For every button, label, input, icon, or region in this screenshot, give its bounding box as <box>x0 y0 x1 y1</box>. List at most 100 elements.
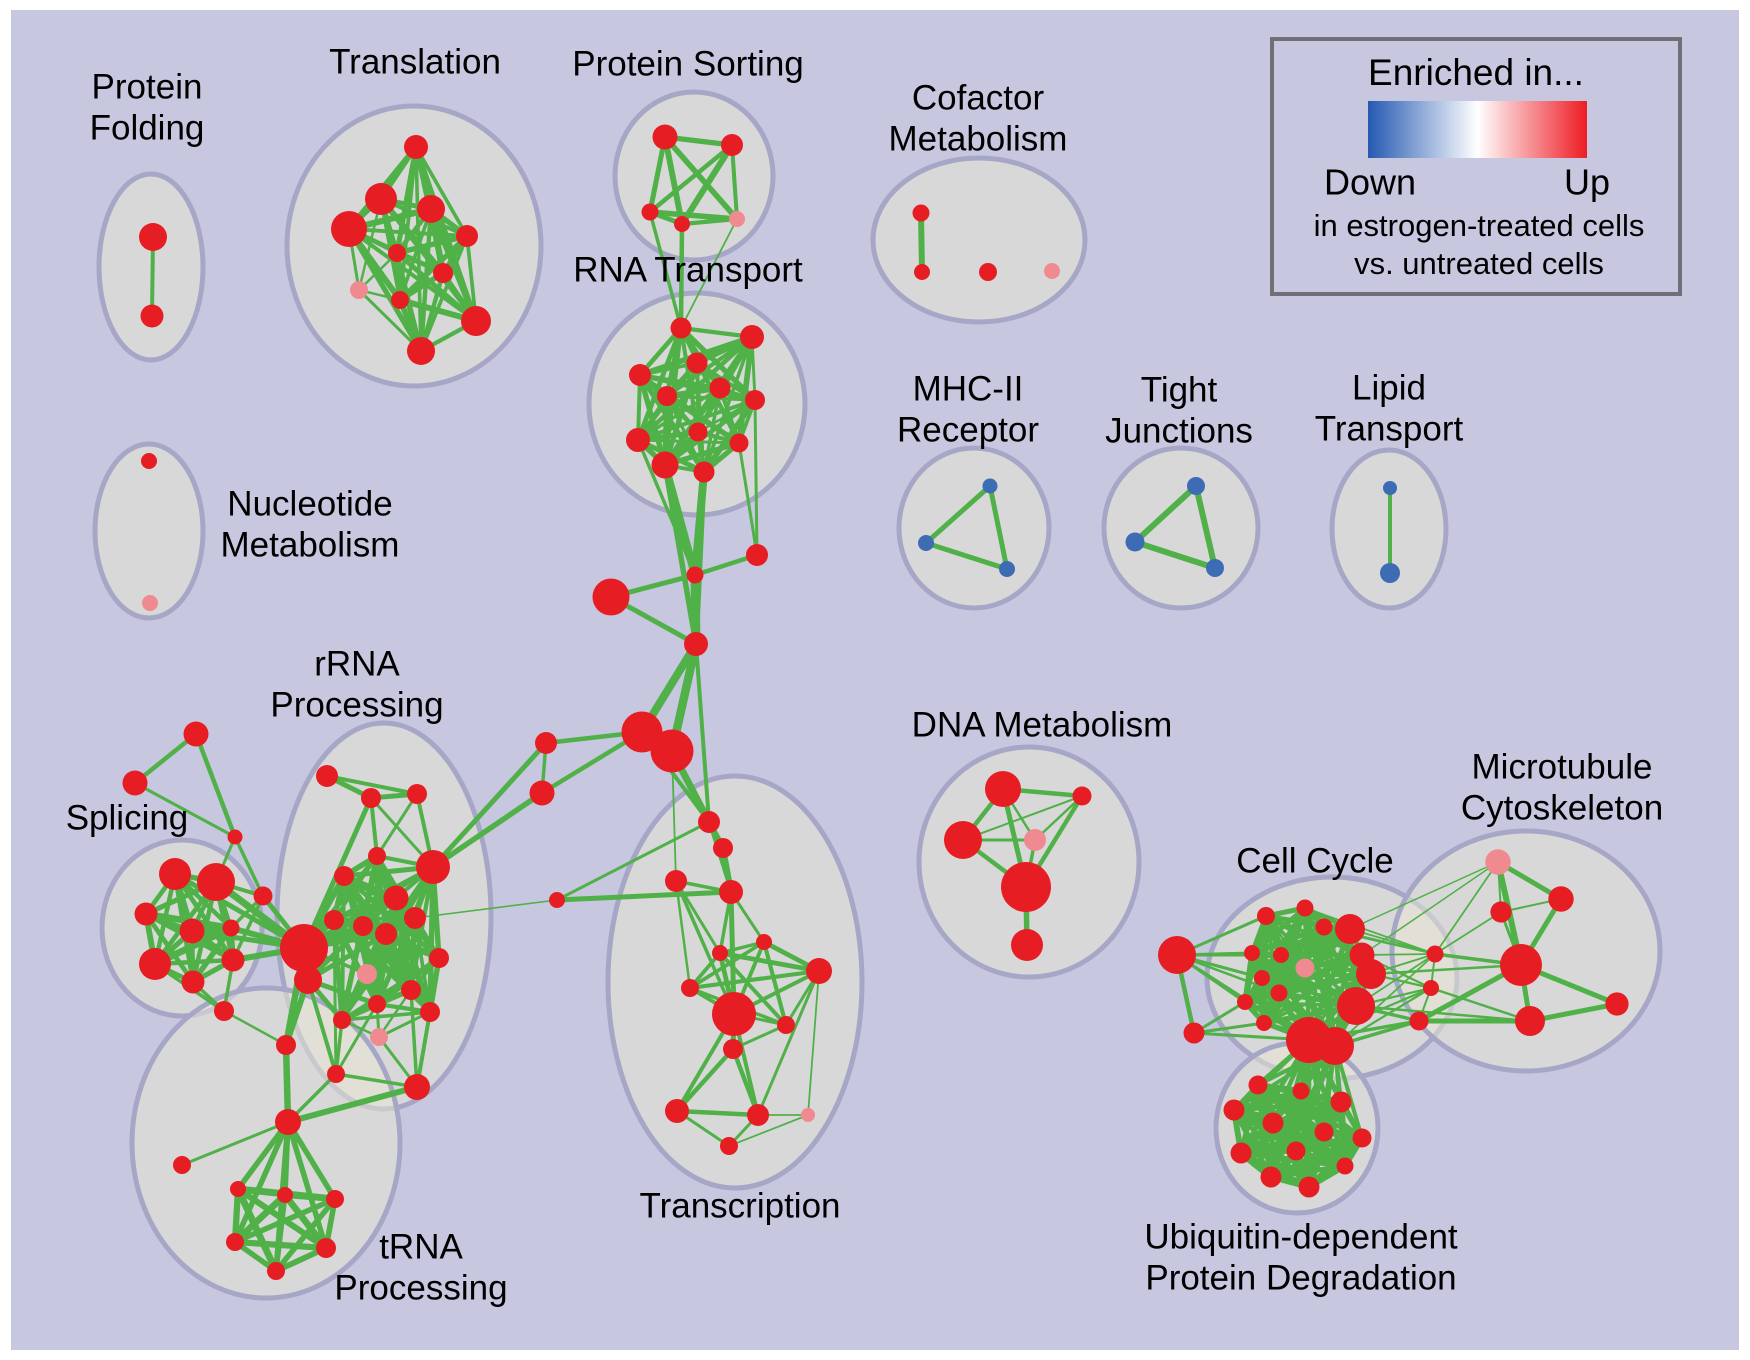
node-x7 <box>806 958 832 984</box>
node-s6 <box>139 948 171 980</box>
node-ub11 <box>1298 1176 1320 1198</box>
node-x15 <box>720 1137 738 1155</box>
edge-mh1-mh2 <box>923 483 993 546</box>
node-d2 <box>1072 786 1092 806</box>
node-cc16 <box>1316 1027 1354 1065</box>
edge-t5-t6 <box>394 233 470 256</box>
edge-cf1-cf2 <box>918 210 925 275</box>
cluster-label-mhc-ii-receptor-line2: Receptor <box>897 410 1039 449</box>
node-x5 <box>756 934 772 950</box>
node-ps4 <box>674 216 690 232</box>
edge-ps1-ps4 <box>662 134 685 227</box>
edge-r16-r17 <box>340 1010 432 1022</box>
node-r5 <box>416 850 450 884</box>
node-x8 <box>681 979 699 997</box>
node-x1 <box>698 811 720 833</box>
node-mc1 <box>1485 849 1511 875</box>
node-x14 <box>801 1108 815 1122</box>
edge-tj2-tj3 <box>1132 539 1218 571</box>
edge-rt7-rt12 <box>701 397 758 475</box>
edge-k3-k4 <box>232 1196 338 1245</box>
node-mc3 <box>1490 901 1512 923</box>
node-t5 <box>456 225 478 247</box>
node-t9 <box>391 291 409 309</box>
node-t3 <box>417 195 445 223</box>
node-ub6 <box>1314 1122 1334 1142</box>
node-r9 <box>353 916 373 936</box>
edge-cc11-cc12 <box>1261 952 1365 1026</box>
node-mc2 <box>1548 886 1574 912</box>
edge-x11-x12 <box>674 1046 736 1114</box>
node-r7 <box>383 885 409 911</box>
node-t7 <box>433 263 453 283</box>
node-ub2 <box>1292 1082 1310 1100</box>
node-lt1 <box>1383 481 1397 495</box>
node-cr1 <box>1426 945 1444 963</box>
node-cc5 <box>1244 945 1260 961</box>
node-pf2 <box>140 304 164 328</box>
edge-hp2-x3 <box>671 750 677 882</box>
node-cf3 <box>979 263 997 281</box>
edge-x3-x9 <box>674 879 736 1016</box>
node-rt4 <box>629 364 651 386</box>
node-mh1 <box>982 478 998 494</box>
node-rt6 <box>709 377 731 399</box>
edge-c1-x4 <box>554 889 734 903</box>
node-k4 <box>226 1233 244 1251</box>
node-cc3 <box>1315 918 1333 936</box>
edge-r11-r17 <box>340 916 417 1022</box>
node-s4 <box>179 918 205 944</box>
node-tj3 <box>1206 559 1224 577</box>
edge-s9-s8 <box>231 894 265 962</box>
cluster-label-splicing: Splicing <box>66 798 189 837</box>
node-ccb <box>1183 1022 1205 1044</box>
edge-cc2-cc5 <box>1249 905 1308 956</box>
node-mc6 <box>1605 992 1629 1016</box>
node-r19 <box>327 1065 345 1083</box>
node-cc14 <box>1337 987 1375 1025</box>
node-cr2 <box>1423 980 1439 996</box>
node-st1 <box>183 721 209 747</box>
edge-k2-k4 <box>231 1191 289 1246</box>
edge-cc16-ub11 <box>1307 1044 1337 1189</box>
node-rt5 <box>657 386 677 406</box>
node-ub4 <box>1223 1099 1245 1121</box>
node-m1 <box>276 1035 296 1055</box>
node-rt2 <box>740 325 764 349</box>
edge-ps5-rt1 <box>680 218 738 329</box>
edge-th-k5 <box>285 1119 329 1251</box>
node-x4 <box>719 880 743 904</box>
node-t4 <box>331 211 367 247</box>
edge-hs1-r5 <box>302 865 435 950</box>
edge-rt7-rt9 <box>636 398 757 442</box>
node-nm1 <box>141 453 157 469</box>
cluster-ellipse-nucleotide-metabolism <box>92 441 206 621</box>
edge-c1-x1 <box>555 820 711 902</box>
node-d4 <box>1024 829 1046 851</box>
edge-r5-u2 <box>430 790 545 870</box>
node-r2 <box>361 788 381 808</box>
cluster-label-protein-sorting: Protein Sorting <box>572 44 804 83</box>
node-rt10 <box>729 433 749 453</box>
node-st2 <box>122 770 148 796</box>
edge-r10-r15 <box>374 931 389 1007</box>
edge-t6-t10 <box>394 250 479 324</box>
edge-rt4-rt7 <box>637 372 758 403</box>
edge-r20-r12 <box>415 956 441 1089</box>
node-r20 <box>404 1074 430 1100</box>
node-cc13 <box>1356 959 1386 989</box>
cluster-label-rrna-processing-line2: Processing <box>270 685 443 724</box>
edge-r20-r14 <box>409 988 419 1089</box>
edge-st2-st3 <box>133 781 237 839</box>
edge-r19-r8 <box>332 918 338 1076</box>
node-rt3 <box>686 352 708 374</box>
cluster-label-cofactor-metabolism-line2: Metabolism <box>889 119 1068 158</box>
node-k3 <box>326 1190 344 1208</box>
legend-gradient-bar <box>1368 101 1587 158</box>
node-u1 <box>535 732 557 754</box>
edge-r5-u1 <box>430 740 549 870</box>
node-cc6 <box>1273 947 1289 963</box>
node-d5 <box>1001 862 1051 912</box>
